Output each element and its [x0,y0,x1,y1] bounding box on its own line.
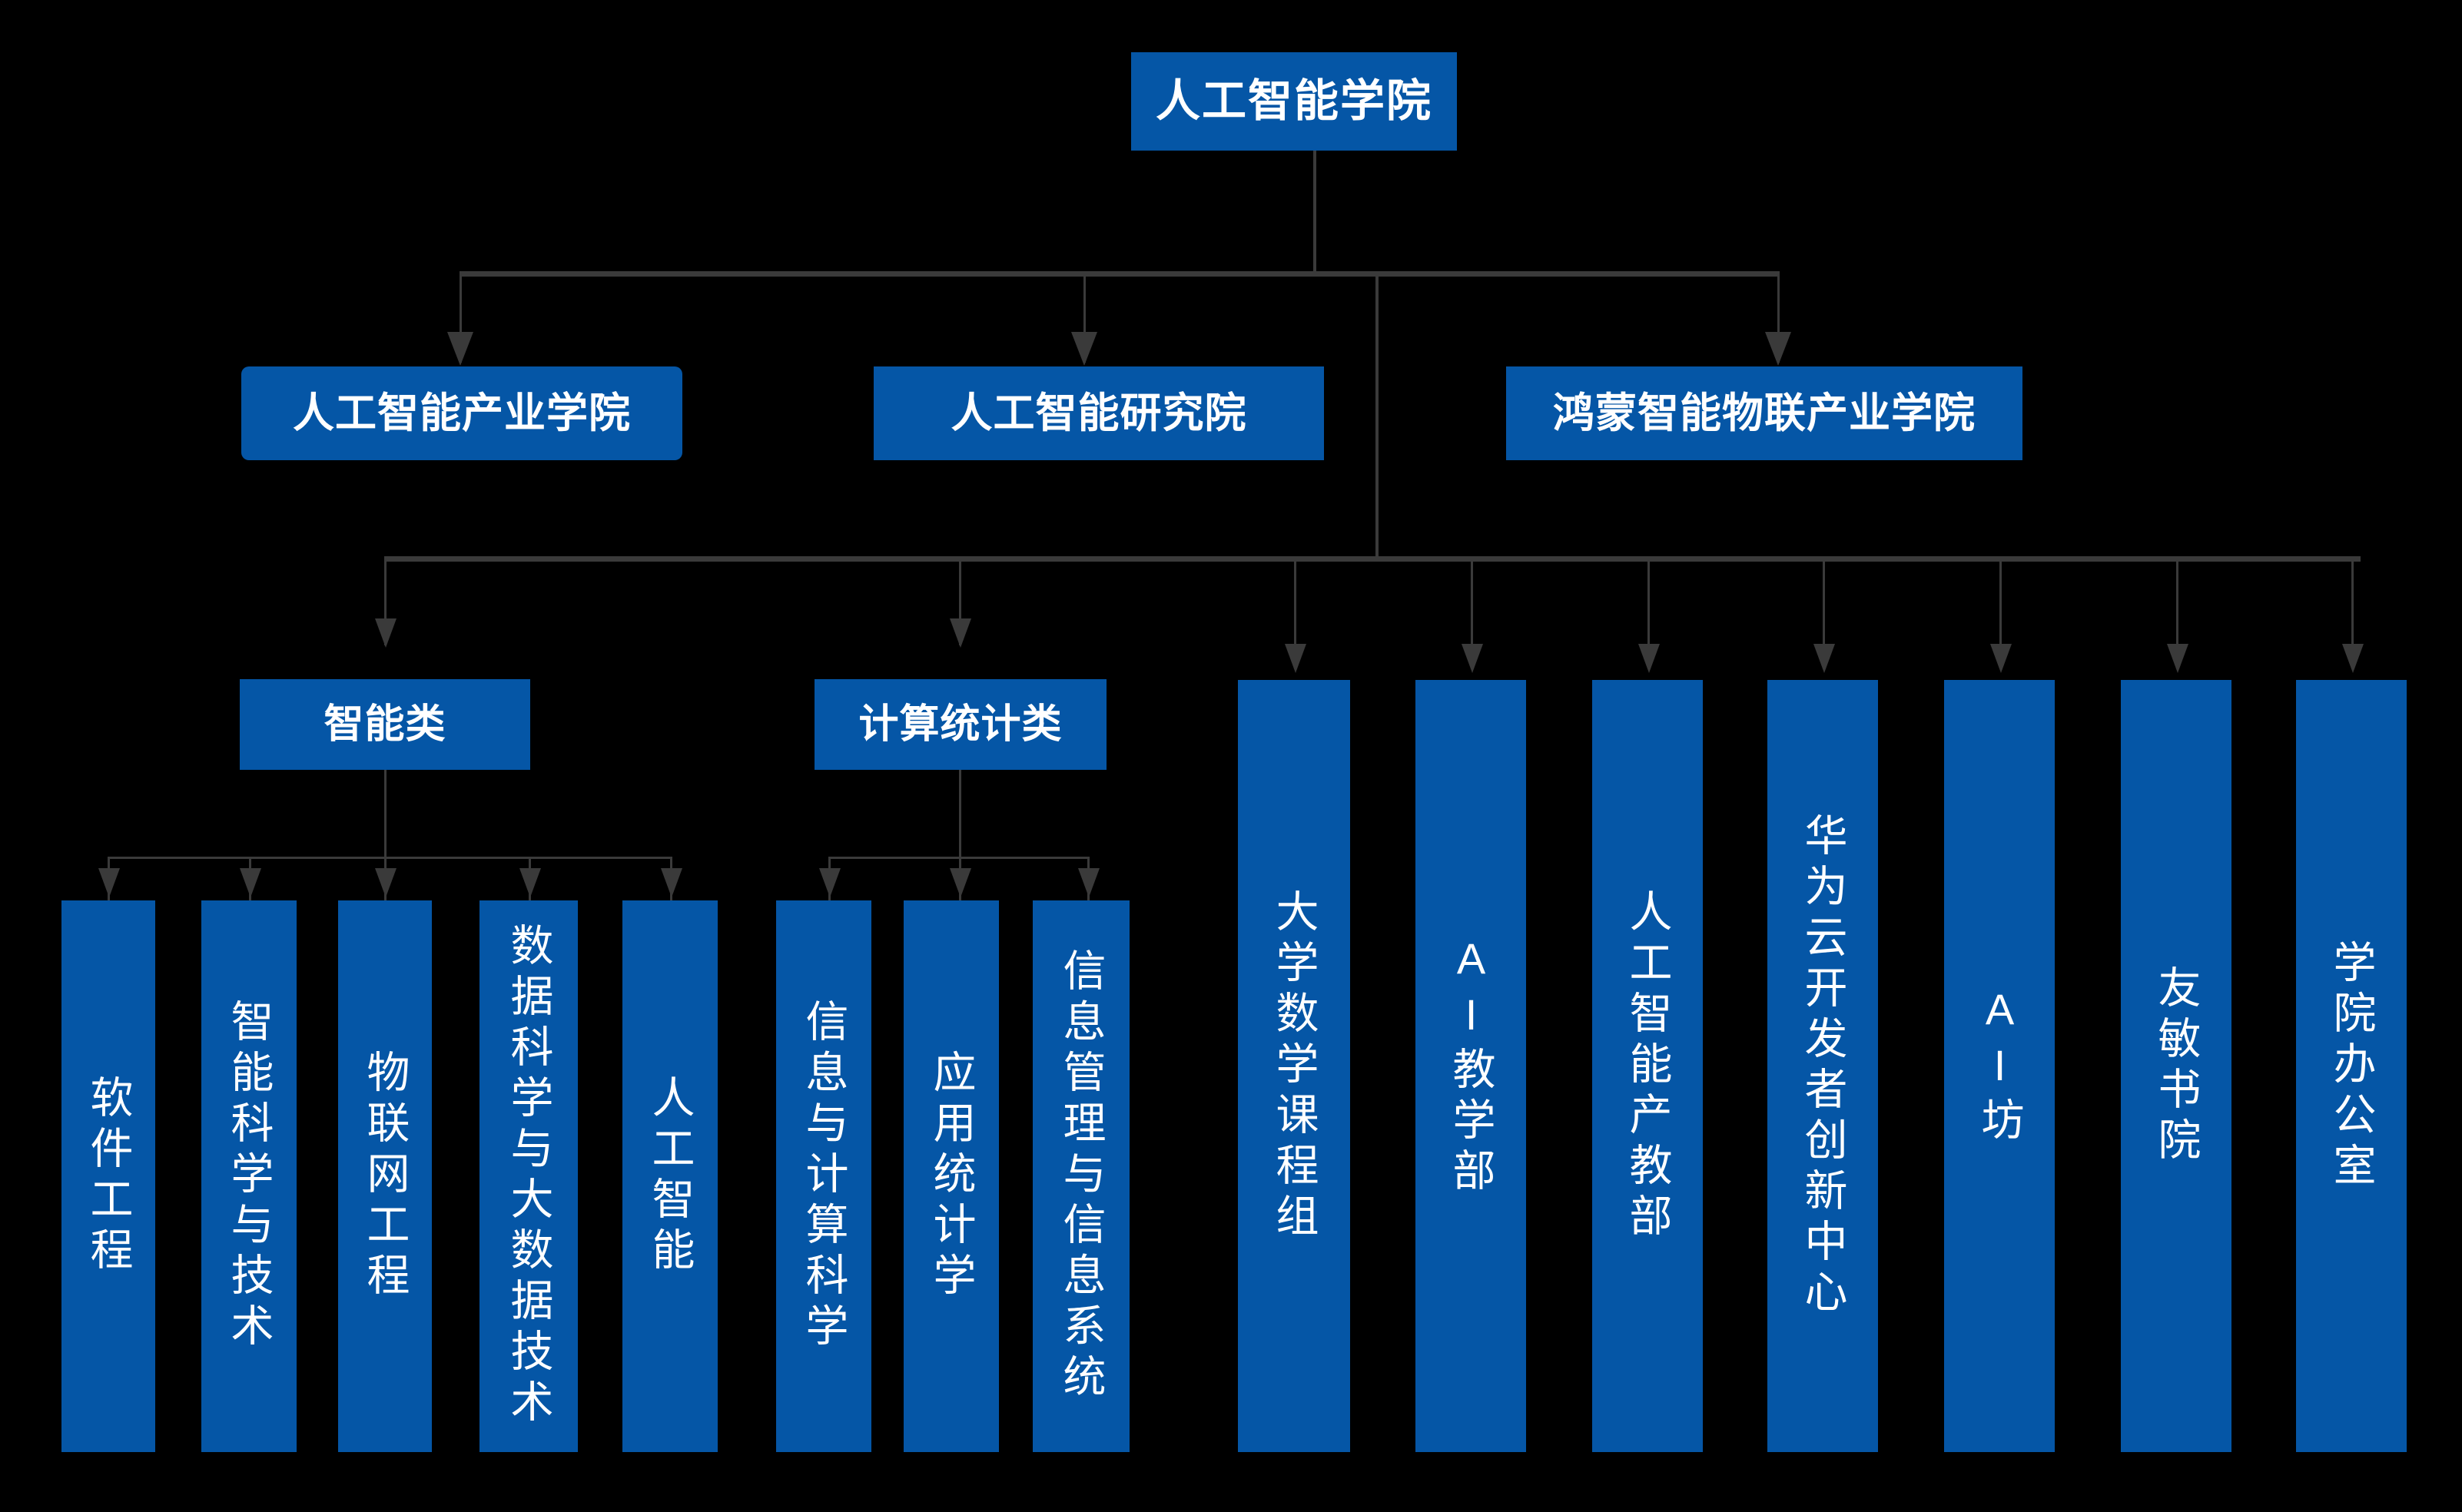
arrow-l3-4 [1462,644,1483,673]
connector-level3-trunk [1375,271,1379,559]
node-major-intelligent-science[interactable]: 智能科学与技术 [201,900,297,1452]
node-label: AI教学部 [1447,933,1495,1199]
connector-drop-l3-9 [2351,559,2354,650]
connector-drop-l2-2 [1083,274,1086,363]
node-category-computing-statistics[interactable]: 计算统计类 [815,679,1107,770]
arrow-l2-2 [1071,332,1097,366]
connector-stem-intelligence [384,770,387,858]
node-label: 应用统计学 [927,1049,976,1303]
connector-drop-l3-3 [1294,559,1296,650]
connector-drop-l3-8 [2176,559,2178,650]
arrow-l3-8 [2167,644,2188,673]
connector-drop-l3-1 [384,559,387,645]
arrow-major-1 [98,868,120,897]
node-label: 友敏书院 [2152,964,2201,1168]
connector-drop-l2-3 [1777,274,1780,363]
arrow-l3-7 [1990,644,2012,673]
node-label: 智能科学与技术 [225,999,274,1354]
node-major-applied-statistics[interactable]: 应用统计学 [904,900,999,1452]
connector-drop-l3-4 [1471,559,1473,650]
node-label: 信息管理与信息系统 [1057,948,1106,1404]
node-major-info-computational-science[interactable]: 信息与计算科学 [776,900,871,1452]
arrow-l2-1 [447,332,473,366]
arrow-major-3 [375,868,397,897]
arrow-major-8 [1078,868,1100,897]
node-label: 人工智能 [646,1075,695,1278]
connector-root-stem [1313,151,1316,274]
connector-level2-bus [460,271,1780,277]
connector-drop-l2-1 [460,274,462,363]
node-dept-ai-industry-education[interactable]: 人工智能产教部 [1592,680,1703,1452]
connector-drop-l3-5 [1647,559,1650,650]
connector-drop-l3-2 [959,559,961,645]
node-ai-industry-college[interactable]: 人工智能产业学院 [241,366,682,460]
node-dept-huawei-cloud-developer-innovation-center[interactable]: 华为云开发者创新中心 [1767,680,1878,1452]
node-major-data-science-bigdata[interactable]: 数据科学与大数据技术 [479,900,578,1452]
connector-stem-computing [959,770,961,858]
arrow-major-7 [950,868,971,897]
node-root-school[interactable]: 人工智能学院 [1131,52,1457,151]
arrow-l2-3 [1765,332,1791,366]
node-ai-research-institute[interactable]: 人工智能研究院 [874,366,1324,460]
arrow-l3-6 [1813,644,1835,673]
node-label: 信息与计算科学 [800,999,848,1354]
arrow-l3-5 [1638,644,1660,673]
node-label: 物联网工程 [361,1049,410,1303]
arrow-major-5 [661,868,682,897]
node-dept-youmin-academy[interactable]: 友敏书院 [2121,680,2231,1452]
node-label: 人工智能产教部 [1624,888,1672,1244]
node-harmony-iot-college[interactable]: 鸿蒙智能物联产业学院 [1506,366,2022,460]
node-dept-university-math-course-group[interactable]: 大学数学课程组 [1238,680,1350,1452]
node-dept-ai-teaching[interactable]: AI教学部 [1415,680,1526,1452]
arrow-l3-3 [1285,644,1306,673]
connector-drop-l3-7 [1999,559,2002,650]
arrow-major-4 [519,868,541,897]
node-major-software-engineering[interactable]: 软件工程 [61,900,155,1452]
node-major-iot-engineering[interactable]: 物联网工程 [338,900,432,1452]
node-label: 数据科学与大数据技术 [505,923,553,1430]
node-major-info-management-systems[interactable]: 信息管理与信息系统 [1033,900,1130,1452]
node-dept-ai-workshop[interactable]: AI坊 [1944,680,2055,1452]
arrow-l3-9 [2342,644,2364,673]
node-label: 大学数学课程组 [1270,888,1319,1244]
node-dept-college-office[interactable]: 学院办公室 [2296,680,2407,1452]
node-label: 华为云开发者创新中心 [1799,812,1847,1320]
node-major-artificial-intelligence[interactable]: 人工智能 [622,900,718,1452]
node-label: 学院办公室 [2328,939,2376,1193]
arrow-major-2 [240,868,261,897]
node-label: 软件工程 [85,1075,133,1278]
arrow-l3-2 [950,618,971,648]
node-category-intelligence[interactable]: 智能类 [240,679,530,770]
arrow-major-6 [819,868,841,897]
connector-drop-l3-6 [1823,559,1825,650]
connector-bus-intelligence [108,857,672,859]
arrow-l3-1 [375,618,397,648]
node-label: AI坊 [1976,984,2024,1148]
connector-level3-bus [384,556,2361,562]
